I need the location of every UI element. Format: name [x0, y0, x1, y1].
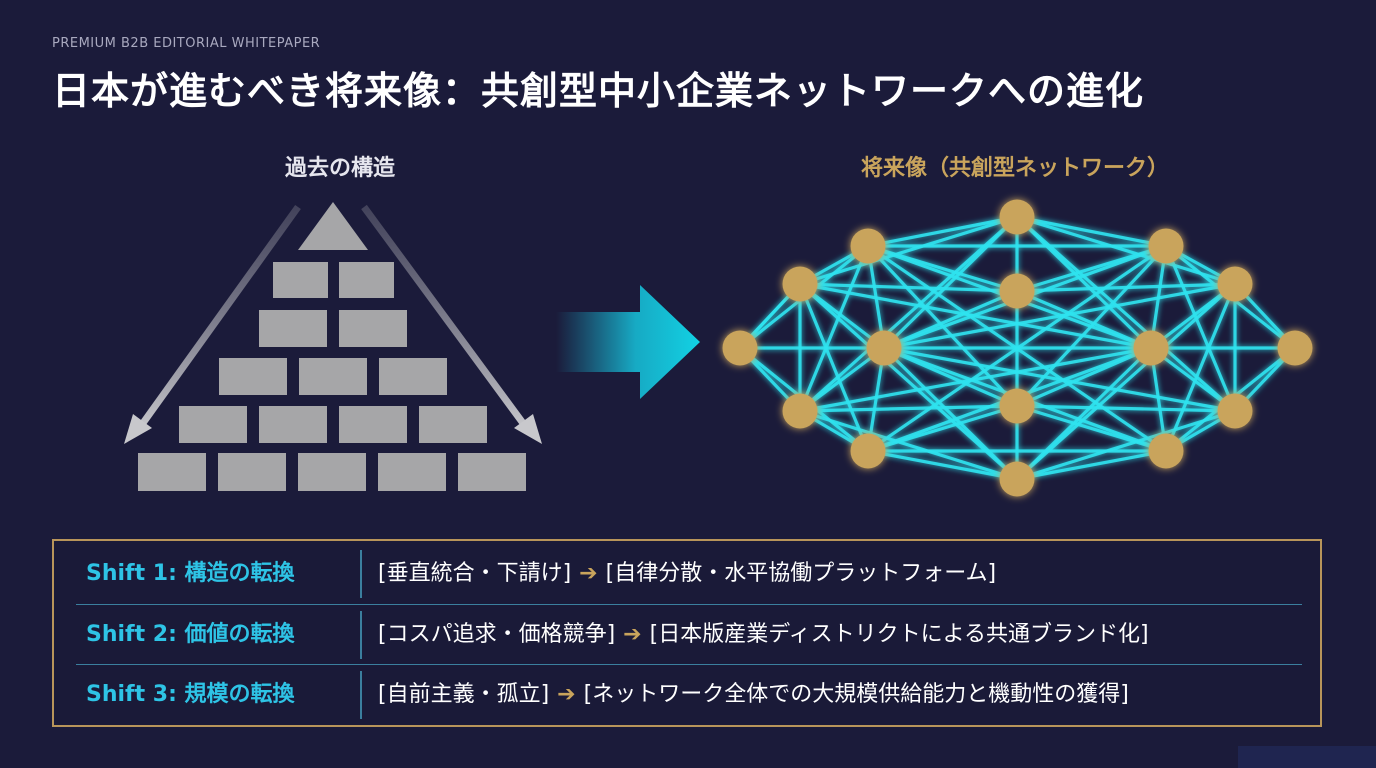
network-node [782, 393, 818, 429]
network-edge [1016, 289, 1152, 350]
network-node [1148, 228, 1184, 264]
pyramid-block [138, 453, 206, 491]
network-edge [882, 346, 1019, 481]
network-edge [798, 283, 870, 452]
pyramid-block [458, 453, 526, 491]
shift-content: [コスパ追求・価格競争] ➔ [日本版産業ディストリクトによる共通ブランド化] [378, 605, 1149, 665]
network-edge [1016, 409, 1236, 481]
shift-from: [垂直統合・下請け] [378, 561, 572, 586]
network-edge [1015, 215, 1237, 413]
network-edge [867, 404, 1018, 453]
hierarchy-pyramid [138, 202, 526, 491]
network-node [999, 199, 1035, 235]
network-edge [1164, 283, 1237, 452]
network-edge [883, 346, 1236, 413]
page-title: 日本が進むべき将来像：共創型中小企業ネットワークへの進化 [52, 69, 1145, 113]
shift-table: Shift 1: 構造の転換 [垂直統合・下請け] ➔ [自律分散・水平協働プラット… [52, 539, 1322, 727]
eyebrow-label: PREMIUM B2B EDITORIAL WHITEPAPER [52, 36, 321, 51]
pyramid-block [299, 358, 367, 395]
network-edge [799, 346, 1152, 413]
network-edge [1016, 404, 1167, 453]
network-edge [798, 215, 1019, 413]
right-arrowhead-icon [514, 414, 542, 444]
network-nodes [722, 199, 1313, 497]
network-node [850, 433, 886, 469]
column-divider [360, 671, 362, 719]
right-down-arrow-icon [361, 204, 531, 433]
network-node [1277, 330, 1313, 366]
network-edge [799, 282, 1152, 350]
network-edge [799, 404, 1018, 413]
network-node [1217, 393, 1253, 429]
network-node [1133, 330, 1169, 366]
column-divider [360, 550, 362, 598]
pyramid-block [379, 358, 447, 395]
network-edge [883, 289, 1018, 350]
network-edge [1164, 245, 1237, 412]
pyramid-block [339, 406, 407, 443]
shift-content: [自前主義・孤立] ➔ [ネットワーク全体での大規模供給能力と機動性の獲得] [378, 665, 1129, 725]
shift-label: Shift 3: 規模の転換 [86, 682, 295, 707]
network-node [722, 330, 758, 366]
pyramid-block [273, 262, 328, 298]
network-edge [867, 449, 1018, 481]
pyramid-side-arrows [124, 204, 542, 444]
pyramid-block [378, 453, 446, 491]
network-node [999, 461, 1035, 497]
network-edge [1016, 282, 1236, 293]
network-edge [799, 282, 1018, 293]
network-node [1148, 433, 1184, 469]
network-node [999, 273, 1035, 309]
shift-from: [コスパ追求・価格競争] [378, 622, 616, 647]
left-down-arrow-icon [135, 204, 301, 433]
future-structure-label: 将来像（共創型ネットワーク） [860, 156, 1169, 181]
pyramid-block [298, 453, 366, 491]
network-node [850, 228, 886, 264]
network-edge [1015, 346, 1153, 481]
shift-row: Shift 1: 構造の転換 [垂直統合・下請け] ➔ [自律分散・水平協働プラット… [76, 544, 1302, 604]
arrow-right-icon: ➔ [579, 561, 598, 586]
pyramid-block [419, 406, 487, 443]
arrow-right-icon: ➔ [557, 682, 576, 707]
pyramid-block [259, 406, 327, 443]
pyramid-block [218, 453, 286, 491]
pyramid-block [179, 406, 247, 443]
network-edge [867, 215, 1018, 248]
shift-to: [ネットワーク全体での大規模供給能力と機動性の獲得] [583, 682, 1129, 707]
shift-to: [自律分散・水平協働プラットフォーム] [605, 561, 997, 586]
shift-row: Shift 2: 価値の転換 [コスパ追求・価格競争] ➔ [日本版産業ディストリク… [76, 604, 1302, 665]
pyramid-block [339, 262, 394, 298]
network-node [999, 388, 1035, 424]
arrow-right-icon [556, 285, 700, 399]
shift-label: Shift 1: 構造の転換 [86, 561, 295, 586]
network-edge [1015, 244, 1168, 408]
pyramid-top [298, 202, 368, 250]
pyramid-block [339, 310, 407, 347]
past-structure-label: 過去の構造 [284, 156, 395, 181]
network-edge [798, 282, 1019, 481]
structure-diagram [124, 199, 1313, 497]
network-edges [738, 215, 1297, 481]
network-edge [798, 245, 870, 412]
network-edge [799, 409, 1018, 481]
corner-decoration [1238, 746, 1376, 768]
column-divider [360, 611, 362, 659]
shift-from: [自前主義・孤立] [378, 682, 550, 707]
left-arrowhead-icon [124, 414, 152, 444]
network-edge [1015, 282, 1237, 481]
shift-content: [垂直統合・下請け] ➔ [自律分散・水平協働プラットフォーム] [378, 544, 996, 604]
network-node [866, 330, 902, 366]
network-edge [883, 282, 1236, 350]
pyramid-block [219, 358, 287, 395]
network-node [782, 266, 818, 302]
pyramid-block [259, 310, 327, 347]
network-edge [1016, 449, 1167, 481]
network-edge [1016, 404, 1236, 413]
shift-row: Shift 3: 規模の転換 [自前主義・孤立] ➔ [ネットワーク全体での大規模供… [76, 664, 1302, 725]
network-edge [1016, 215, 1167, 248]
shift-label: Shift 2: 価値の転換 [86, 622, 295, 647]
network-node [1217, 266, 1253, 302]
shift-to: [日本版産業ディストリクトによる共通ブランド化] [649, 622, 1149, 647]
arrow-right-icon: ➔ [623, 622, 642, 647]
